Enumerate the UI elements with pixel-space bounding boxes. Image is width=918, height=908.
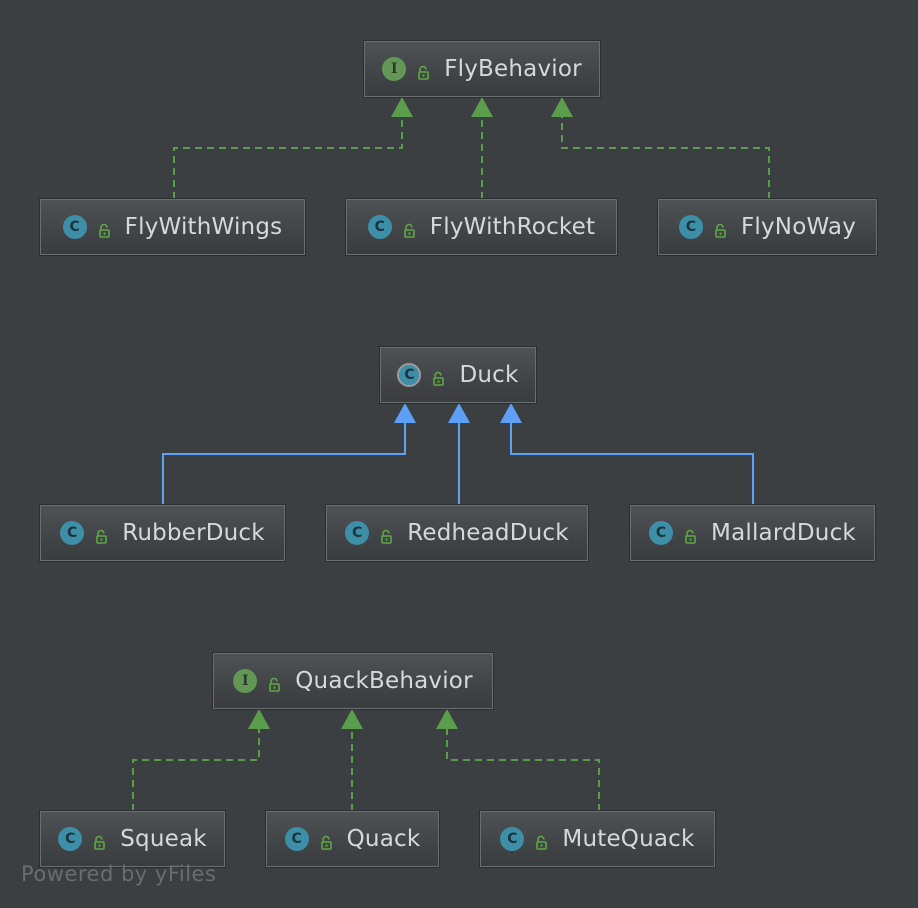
rubber-duck-node[interactable]: C RubberDuck (40, 505, 285, 561)
node-label: MuteQuack (562, 826, 695, 852)
fly-with-wings-node[interactable]: C FlyWithWings (40, 199, 305, 255)
public-visibility-icon (379, 525, 395, 544)
mallard-duck-node[interactable]: C MallardDuck (630, 505, 875, 561)
public-visibility-icon (94, 525, 110, 544)
duck-node[interactable]: C Duck (380, 347, 536, 403)
squeak-to-quack-behavior-edge (132, 709, 270, 811)
node-label: FlyNoWay (740, 214, 857, 240)
redhead-duck-node[interactable]: C RedheadDuck (326, 505, 588, 561)
node-label: QuackBehavior (295, 668, 473, 694)
node-label: Duck (459, 362, 519, 388)
node-label: MallardDuck (711, 520, 856, 546)
mute-quack-node[interactable]: C MuteQuack (480, 811, 715, 867)
rubber-duck-to-duck-edge (162, 403, 416, 505)
class-icon: C (345, 521, 370, 545)
class-icon: C (649, 521, 674, 545)
yfiles-watermark: Powered by yFiles (21, 862, 217, 886)
class-icon: C (58, 827, 83, 851)
public-visibility-icon (267, 673, 283, 692)
class-icon: C (678, 215, 703, 239)
public-visibility-icon (416, 61, 432, 80)
edge-line (446, 729, 600, 811)
mute-quack-to-quack-behavior-edge (436, 709, 600, 811)
fly-with-rocket-to-fly-behavior-edge (471, 97, 493, 199)
edge-line (132, 729, 260, 811)
inheritance-arrowhead (436, 709, 458, 729)
inheritance-arrowhead (341, 709, 363, 729)
quack-to-quack-behavior-edge (341, 709, 363, 811)
class-icon: C (284, 827, 309, 851)
fly-with-wings-to-fly-behavior-edge (173, 97, 413, 199)
node-label: FlyWithWings (124, 214, 283, 240)
edge-line (173, 117, 403, 199)
inheritance-arrowhead (448, 403, 470, 423)
class-icon: C (60, 521, 85, 545)
node-label: Squeak (120, 826, 207, 852)
fly-no-way-node[interactable]: C FlyNoWay (658, 199, 877, 255)
class-icon: C (500, 827, 525, 851)
public-visibility-icon (92, 831, 108, 850)
public-visibility-icon (319, 831, 335, 850)
node-label: RedheadDuck (407, 520, 569, 546)
inheritance-arrowhead (394, 403, 416, 423)
inheritance-arrowhead (471, 97, 493, 117)
quack-behavior-node[interactable]: I QuackBehavior (213, 653, 493, 709)
class-icon: C (62, 215, 87, 239)
public-visibility-icon (431, 367, 447, 386)
node-label: RubberDuck (122, 520, 265, 546)
inheritance-arrowhead (248, 709, 270, 729)
inheritance-arrowhead (500, 403, 522, 423)
public-visibility-icon (97, 219, 113, 238)
public-visibility-icon (713, 219, 729, 238)
class-icon: C (367, 215, 392, 239)
squeak-node[interactable]: C Squeak (40, 811, 225, 867)
inheritance-arrowhead (391, 97, 413, 117)
inheritance-arrowhead (551, 97, 573, 117)
edge-line (561, 117, 770, 199)
quack-node[interactable]: C Quack (266, 811, 439, 867)
fly-behavior-node[interactable]: I FlyBehavior (364, 41, 600, 97)
abstract-class-icon: C (397, 363, 422, 387)
node-label: Quack (346, 826, 421, 852)
interface-icon: I (233, 669, 258, 693)
public-visibility-icon (683, 525, 699, 544)
public-visibility-icon (402, 219, 418, 238)
public-visibility-icon (534, 831, 550, 850)
fly-no-way-to-fly-behavior-edge (551, 97, 770, 199)
redhead-duck-to-duck-edge (448, 403, 470, 505)
node-label: FlyWithRocket (429, 214, 596, 240)
interface-icon: I (382, 57, 407, 81)
mallard-duck-to-duck-edge (500, 403, 754, 505)
edge-line (510, 423, 754, 505)
fly-with-rocket-node[interactable]: C FlyWithRocket (346, 199, 617, 255)
node-label: FlyBehavior (444, 56, 582, 82)
edge-line (162, 423, 406, 505)
